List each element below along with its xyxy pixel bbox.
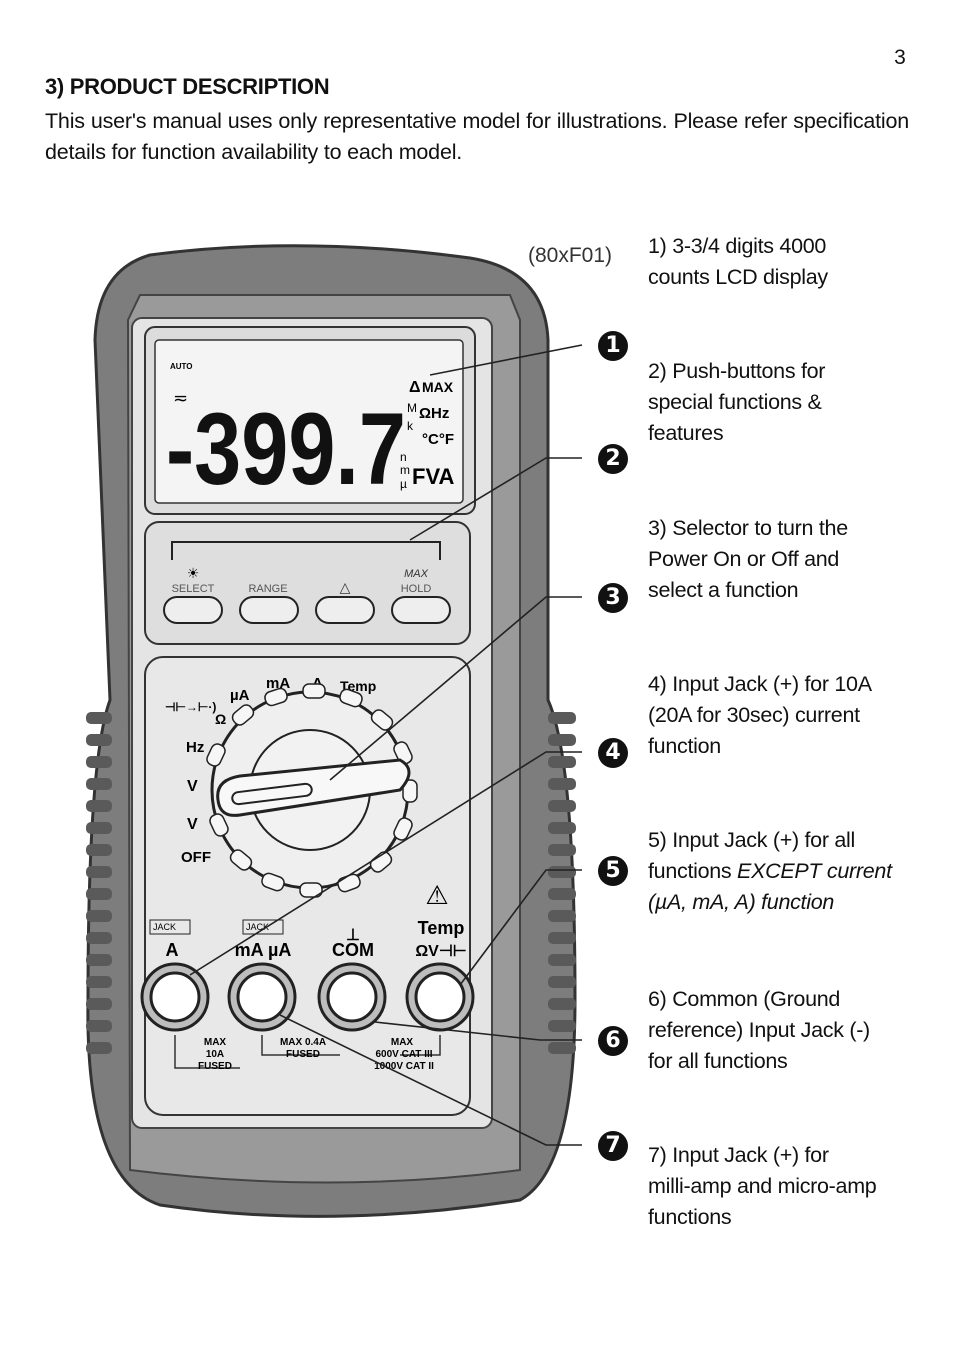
backlight-icon: ☀ <box>187 565 200 581</box>
lcd-prefix-k: k <box>407 419 414 433</box>
lcd-ohm-hz: ΩHz <box>419 405 449 422</box>
hold-label: HOLD <box>401 583 432 595</box>
jack-a-label: A <box>166 940 179 960</box>
rating-10a-2: 10A <box>206 1049 224 1060</box>
hold-button <box>391 596 451 624</box>
section-heading: 3) PRODUCT DESCRIPTION <box>45 74 330 99</box>
callout-number-2: 2 <box>598 444 628 474</box>
callout-leader-lines <box>189 344 583 1146</box>
dial-vdc: V <box>187 816 198 833</box>
page-number: 3 <box>894 46 906 69</box>
warning-icon: ⚠ <box>425 880 448 910</box>
lcd-delta: Δ <box>409 379 421 396</box>
lcd-acdc-icon: ≂ <box>173 388 188 408</box>
rating-v-2: 600V CAT III <box>375 1049 432 1060</box>
dial-ma: mA <box>266 675 290 692</box>
grip-ridges-left <box>86 712 112 1054</box>
lcd-prefix-u: µ <box>400 477 407 491</box>
jack-ma-ua <box>227 962 297 1032</box>
lcd-prefix-m: M <box>407 401 417 415</box>
rotary-selector-notches <box>206 683 418 898</box>
grip-ridges-right <box>548 712 576 1054</box>
jack-ma-ua-label: mA µA <box>235 940 292 960</box>
range-button <box>239 596 299 624</box>
lcd-max: MAX <box>422 379 454 395</box>
jack-v-label: ΩV⊣⊢ <box>415 943 466 960</box>
callout-desc-4: 4) Input Jack (+) for 10A(20A for 30sec)… <box>648 672 872 758</box>
lcd-fva: FVA <box>412 464 454 489</box>
jack-com-label: COM <box>332 940 374 960</box>
rating-v-1: MAX <box>391 1037 414 1048</box>
ground-icon: ⊥ <box>346 927 360 944</box>
callout-number-7: 7 <box>598 1131 628 1161</box>
dial-hz: Hz <box>186 739 204 756</box>
lcd-reading: -399.7 <box>166 392 406 506</box>
select-button <box>163 596 223 624</box>
rating-ma-2: FUSED <box>286 1049 320 1060</box>
rating-v-3: 1000V CAT II <box>374 1061 434 1072</box>
jack-temp-label: Temp <box>418 918 465 938</box>
callout-number-3: 3 <box>598 583 628 613</box>
rating-ma-1: MAX 0.4A <box>280 1037 326 1048</box>
jack-a <box>140 962 210 1032</box>
callout-number-4: 4 <box>598 738 628 768</box>
button-panel <box>144 521 471 645</box>
delta-label: △ <box>340 579 351 595</box>
callout-number-5: 5 <box>598 856 628 886</box>
jack-tag-ma: JACK <box>246 922 269 932</box>
jack-v <box>405 962 475 1032</box>
rating-10a-1: MAX <box>204 1037 227 1048</box>
rating-10a-3: FUSED <box>198 1061 232 1072</box>
lcd-prefix-n: n <box>400 450 407 464</box>
dial-ohm: Ω <box>215 711 226 727</box>
intro-paragraph: This user's manual uses only representat… <box>45 109 909 164</box>
max-label: MAX <box>404 568 429 580</box>
dial-vac: V <box>187 778 198 795</box>
lcd-auto: AUTO <box>170 362 193 371</box>
jack-tag-a: JACK <box>153 922 176 932</box>
delta-button <box>315 596 375 624</box>
callout-number-6: 6 <box>598 1026 628 1056</box>
jack-com <box>317 962 387 1032</box>
range-label: RANGE <box>248 583 287 595</box>
lcd-prefix-m2: m <box>400 463 410 477</box>
dial-off: OFF <box>181 849 211 866</box>
lcd-temp: °C°F <box>422 431 454 448</box>
lcd-screen <box>154 339 464 504</box>
dial-ua: µA <box>230 687 250 704</box>
model-id: (80xF01) <box>528 244 613 267</box>
cap-diode-icon: ⊣⊢→⊢·) <box>165 700 216 714</box>
callout-number-1: 1 <box>598 331 628 361</box>
select-label: SELECT <box>172 583 215 595</box>
callout-desc-5: 5) Input Jack (+) for all functions EXCE… <box>648 828 892 914</box>
